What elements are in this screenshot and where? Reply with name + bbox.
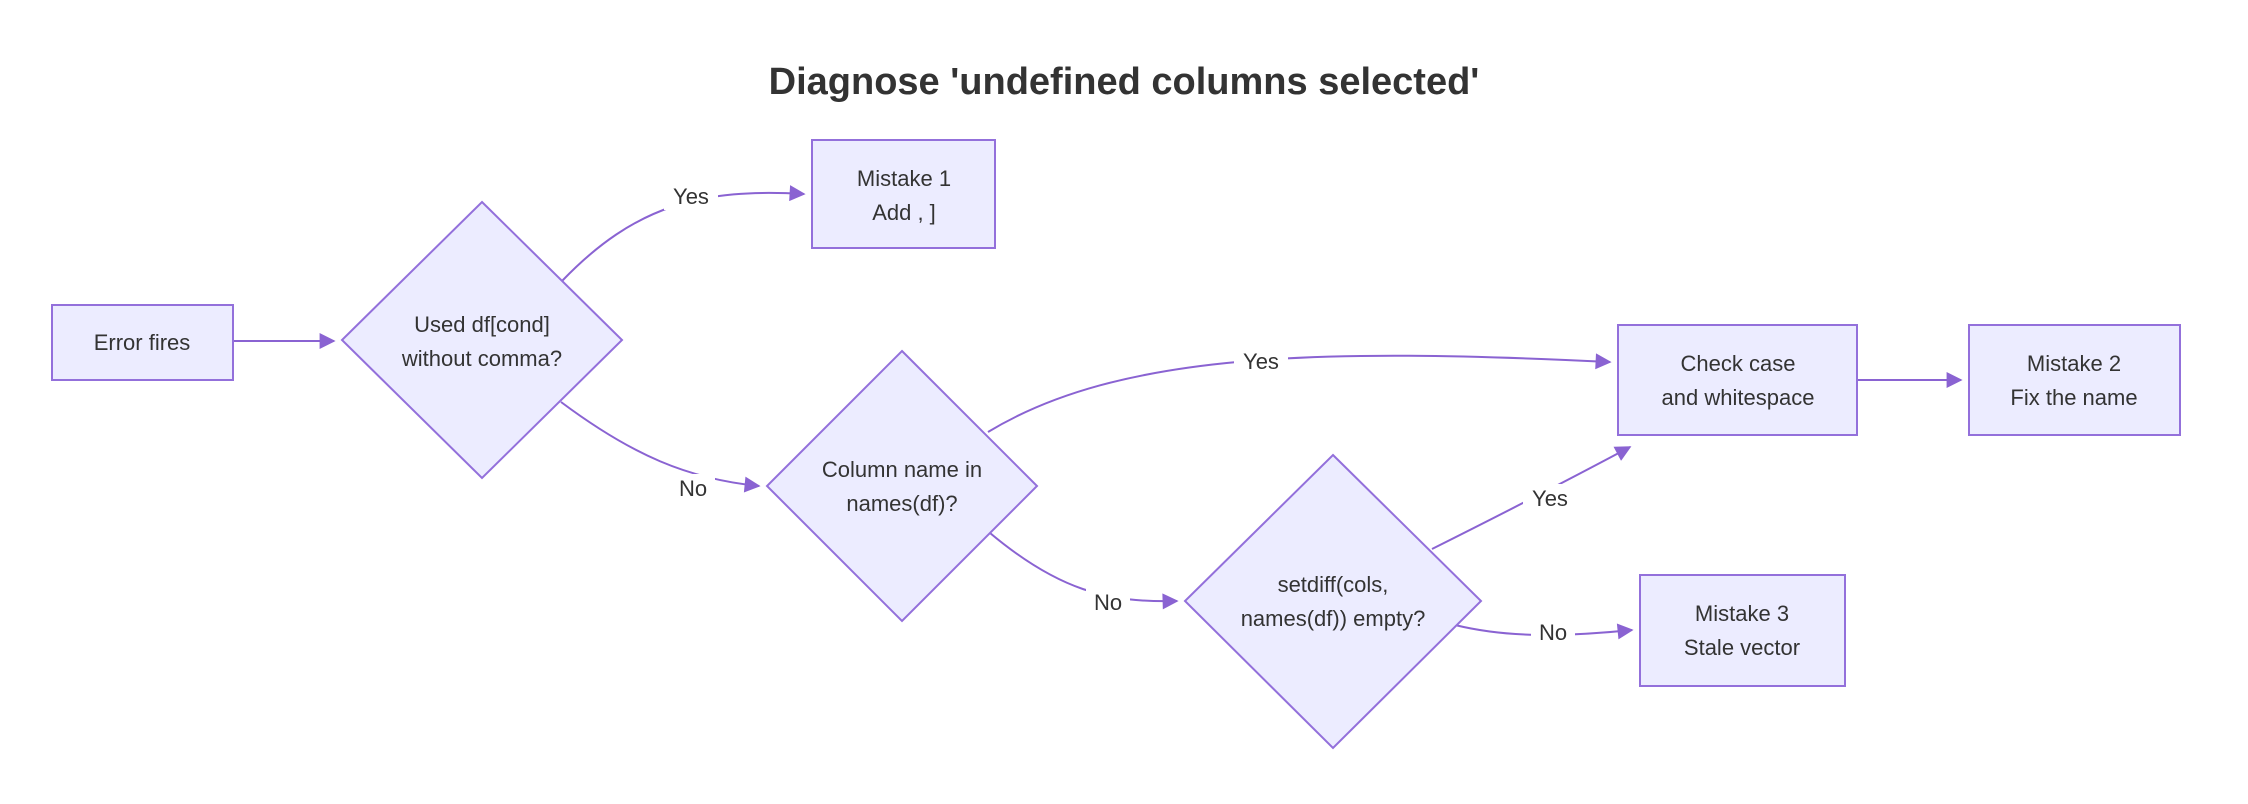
edge-label-yes-decision2: Yes [1234, 347, 1288, 375]
node-error-fires-shape [51, 304, 234, 381]
node-mistake-3: Mistake 3 Stale vector [1639, 574, 1846, 687]
node-check-case-label-line1: Check case [1681, 351, 1796, 376]
edge-label-text: Yes [1243, 349, 1279, 374]
decision-used-df-cond-label-line2: without comma? [401, 346, 562, 371]
node-mistake-1-label-line1: Mistake 1 [857, 166, 951, 191]
decision-setdiff-label-line1: setdiff(cols, [1278, 572, 1389, 597]
decision-setdiff-label-line2: names(df)) empty? [1241, 606, 1426, 631]
node-mistake-3-label-line1: Mistake 3 [1695, 601, 1789, 626]
edge-label-no-decision2: No [1086, 588, 1130, 616]
decision-column-name-label-line2: names(df)? [846, 491, 957, 516]
edge-label-no-decision1: No [671, 474, 715, 502]
edge-label-text: No [679, 476, 707, 501]
edge-label-background [1234, 347, 1288, 375]
edge-label-background [671, 474, 715, 502]
node-mistake-3-shape [1639, 574, 1846, 687]
node-mistake-1-shape [811, 139, 996, 249]
node-check-case-shape [1617, 324, 1858, 436]
decision-column-name-in-names-df: Column name in names(df)? [765, 349, 1039, 623]
decision-column-name-label-line1: Column name in [822, 457, 982, 482]
node-mistake-2-shape [1968, 324, 2181, 436]
node-check-case-and-whitespace: Check case and whitespace [1617, 324, 1858, 436]
decision-used-df-cond-label-line1: Used df[cond] [414, 312, 550, 337]
decision-column-name-shape [765, 349, 1039, 623]
edge-label-text: No [1539, 620, 1567, 645]
node-mistake-2-label-line1: Mistake 2 [2027, 351, 2121, 376]
node-mistake-3-label-line2: Stale vector [1684, 635, 1800, 660]
edge-label-yes-decision1: Yes [664, 182, 718, 210]
edge-label-text: No [1094, 590, 1122, 615]
decision-used-df-cond-without-comma: Used df[cond] without comma? [340, 200, 624, 480]
decision-used-df-cond-shape [340, 200, 624, 480]
edge-label-no-decision3: No [1531, 618, 1575, 646]
edge-decision2-yes-to-check [987, 353, 1612, 433]
node-error-fires-label: Error fires [94, 330, 191, 355]
edge-decision1-no-to-decision2 [560, 401, 761, 493]
decision-setdiff-shape [1183, 453, 1483, 750]
decision-setdiff-cols-names-df-empty: setdiff(cols, names(df)) empty? [1183, 453, 1483, 750]
node-mistake-1: Mistake 1 Add , ] [811, 139, 996, 249]
node-mistake-2: Mistake 2 Fix the name [1968, 324, 2181, 436]
edge-decision2-no-to-decision3 [989, 532, 1179, 610]
node-error-fires: Error fires [51, 304, 234, 381]
node-mistake-1-label-line2: Add , ] [872, 200, 936, 225]
edge-label-text: Yes [673, 184, 709, 209]
edge-label-background [1531, 618, 1575, 646]
edge-label-background [1523, 484, 1577, 512]
edge-label-yes-decision3: Yes [1523, 484, 1577, 512]
node-mistake-2-label-line2: Fix the name [2010, 385, 2137, 410]
node-check-case-label-line2: and whitespace [1662, 385, 1815, 410]
edge-label-background [1086, 588, 1130, 616]
edge-label-background [664, 182, 718, 210]
diagram-title: Diagnose 'undefined columns selected' [769, 61, 1480, 103]
edge-label-text: Yes [1532, 486, 1568, 511]
